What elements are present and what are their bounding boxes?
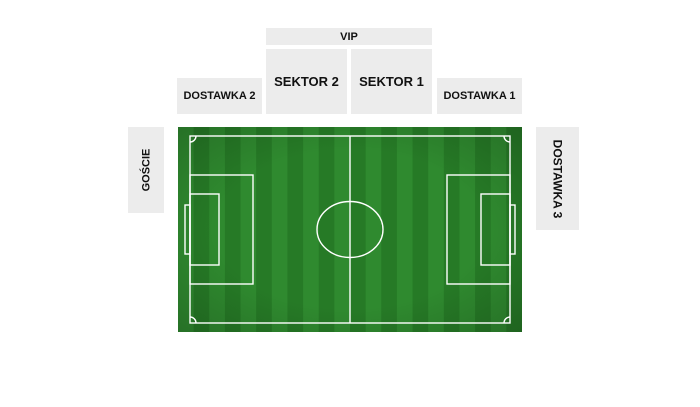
sector-sektor-1-label: SEKTOR 1 [359,74,424,89]
sector-vip[interactable]: VIP [266,28,432,45]
sector-sektor-2[interactable]: SEKTOR 2 [266,49,347,114]
center-circle [316,200,384,259]
left-goal [184,204,191,255]
sector-sektor-2-label: SEKTOR 2 [274,74,339,89]
corner-arc-bottom-right [503,316,511,324]
sector-dostawka-3-label: DOSTAWKA 3 [550,139,565,218]
sector-dostawka-3[interactable]: DOSTAWKA 3 [536,127,579,230]
football-pitch [178,127,522,332]
sector-vip-label: VIP [340,30,358,43]
sector-dostawka-1-label: DOSTAWKA 1 [443,90,516,102]
corner-arc-bottom-left [189,316,197,324]
pitch-markings [184,135,516,324]
corner-arc-top-left [189,135,197,143]
sector-goscie-label: GOŚCIE [140,148,153,192]
sector-goscie[interactable]: GOŚCIE [128,127,164,213]
sector-dostawka-2[interactable]: DOSTAWKA 2 [177,78,262,114]
right-goal [509,204,516,255]
sector-dostawka-2-label: DOSTAWKA 2 [183,90,256,102]
sector-dostawka-1[interactable]: DOSTAWKA 1 [437,78,522,114]
sector-sektor-1[interactable]: SEKTOR 1 [351,49,432,114]
corner-arc-top-right [503,135,511,143]
